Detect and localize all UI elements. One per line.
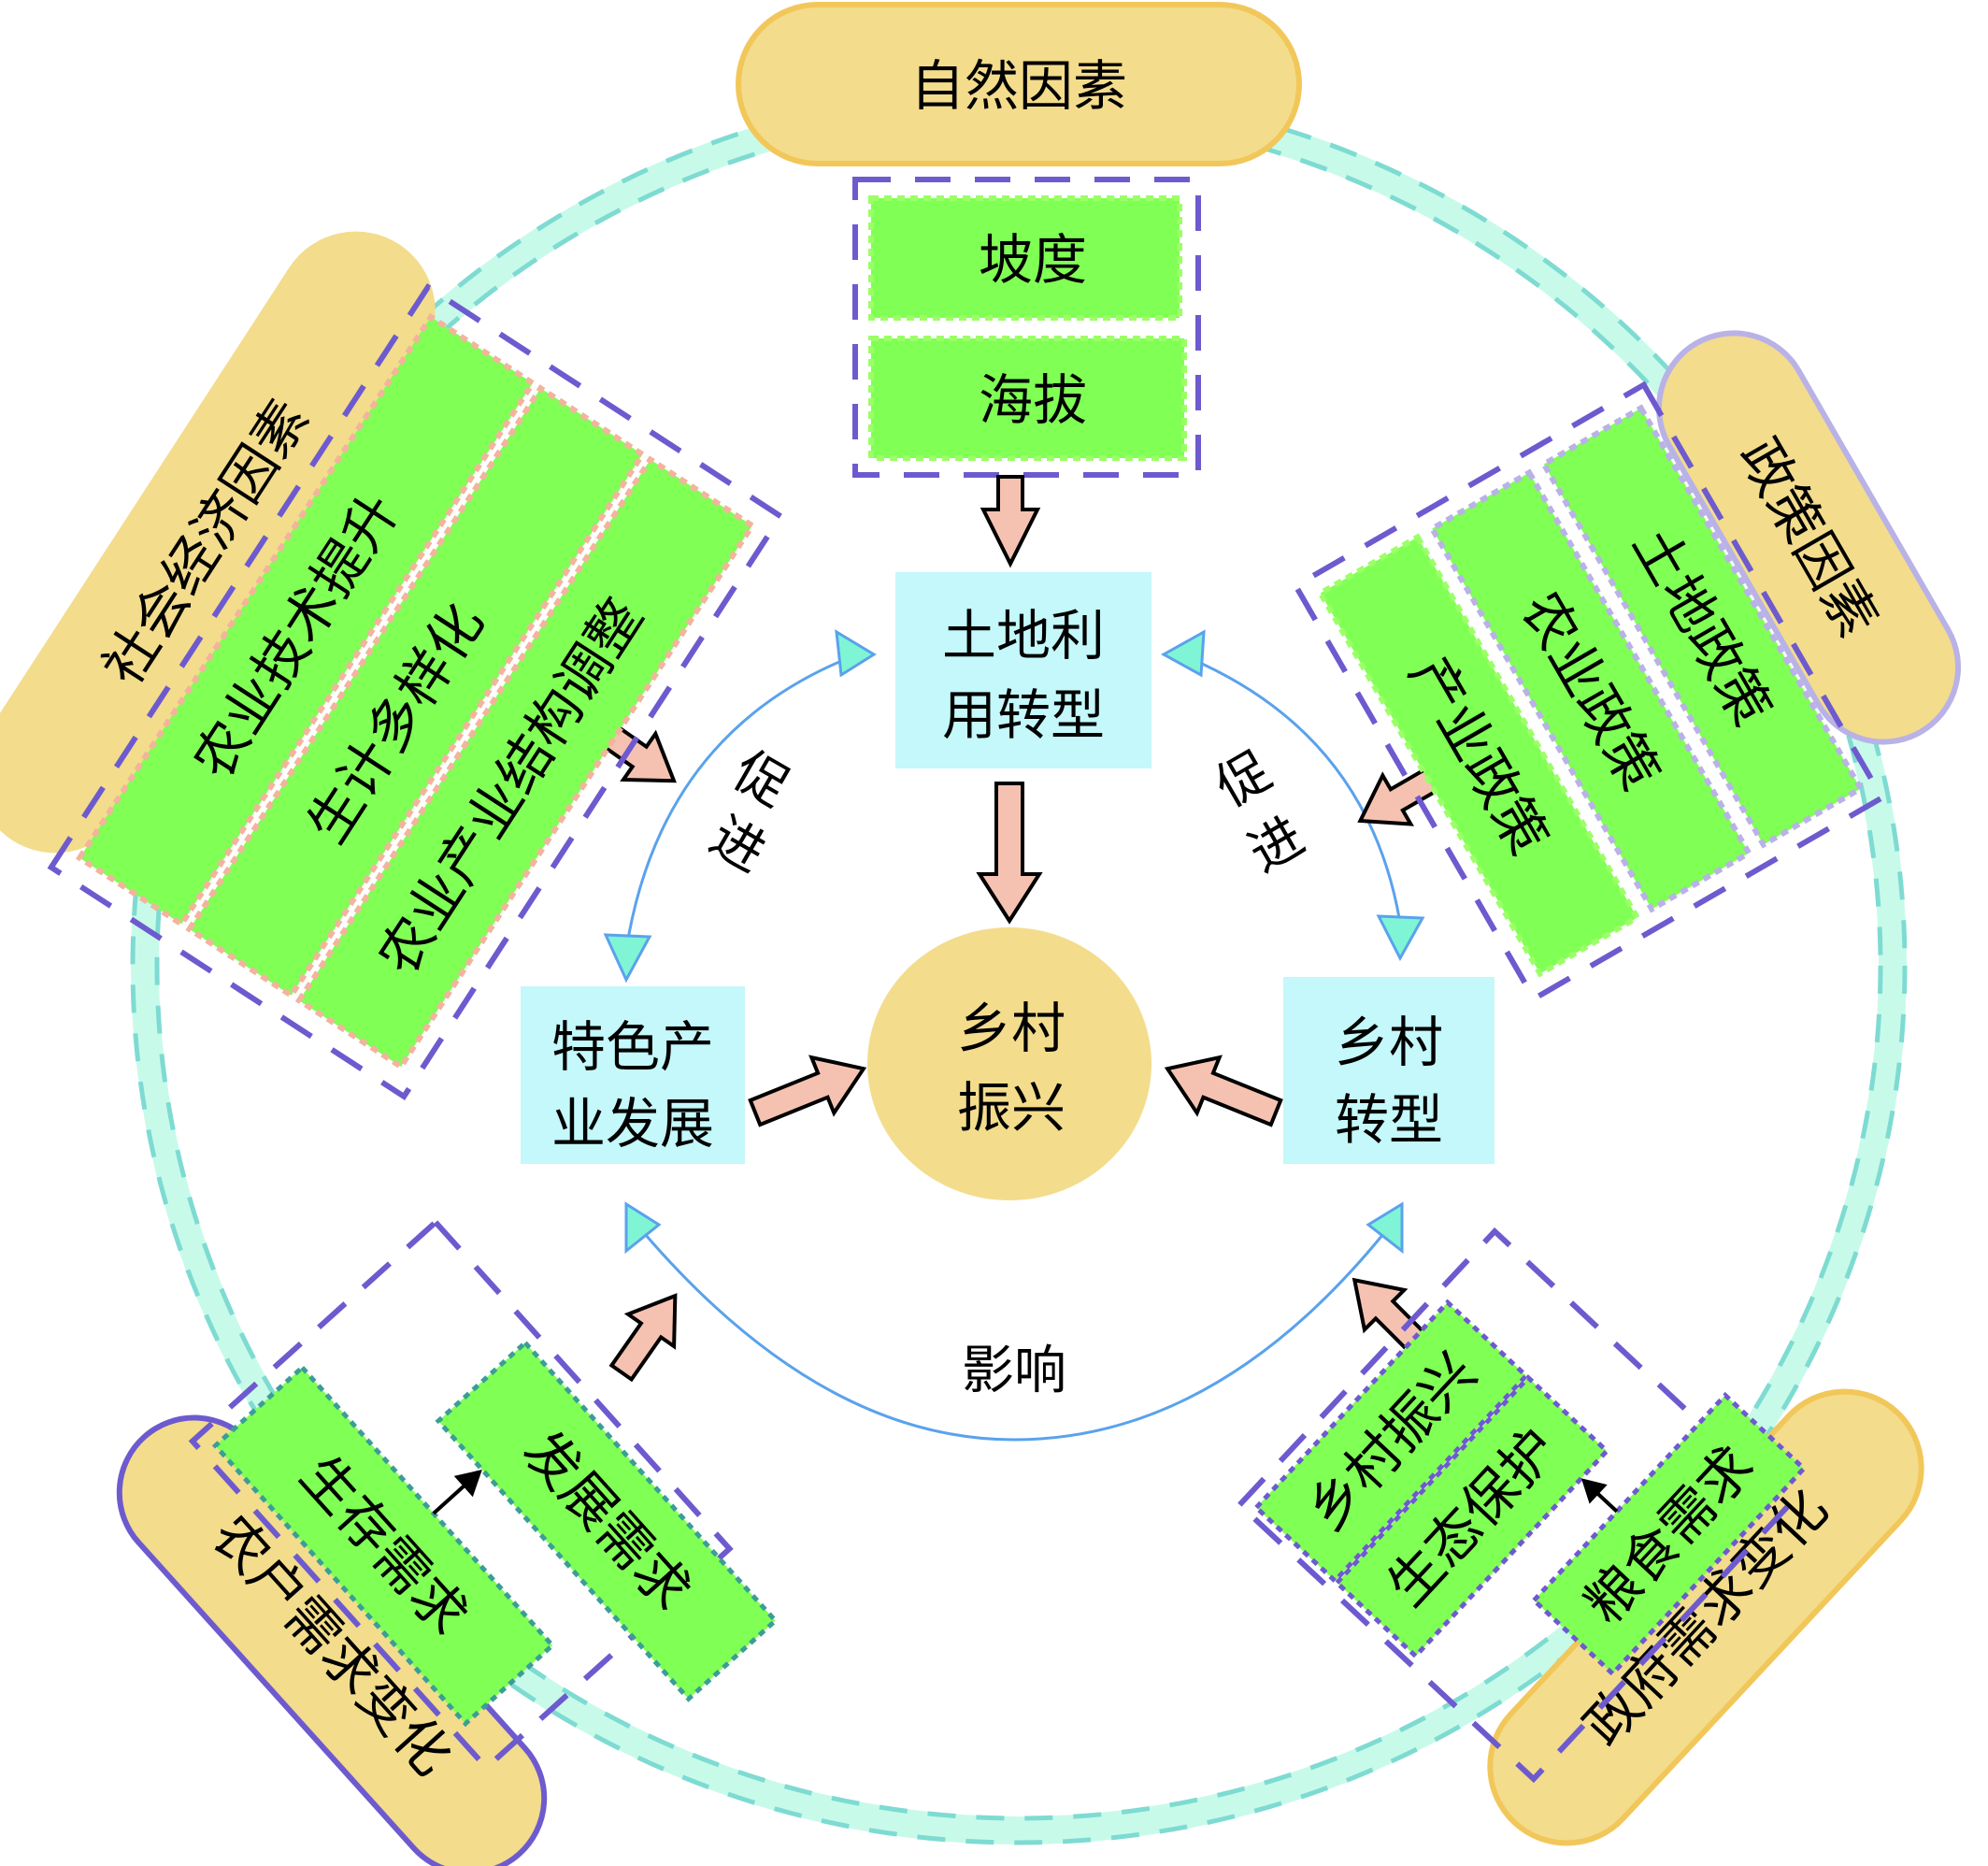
arrowhead [1580, 1478, 1608, 1504]
natural-factor-items-border [852, 177, 1201, 478]
arrowhead-triangle [1366, 1201, 1404, 1255]
socioeconomic-title-pill [0, 231, 436, 854]
land-use-line2: 用转型 [942, 683, 1105, 747]
promote-label-right-2: 进 [1238, 806, 1314, 884]
socioeconomic-items-border [47, 282, 785, 1101]
block-arrow-transform-to-center [1164, 1055, 1283, 1127]
promote-arc-left [622, 657, 847, 964]
land-use-transition-node: 土地利 用转型 [895, 572, 1151, 768]
policy-items-border [1292, 380, 1886, 1003]
influence-label: 影响 [962, 1341, 1066, 1401]
policy-item-box [1316, 533, 1641, 978]
relation-arcs [603, 629, 1425, 1442]
arrowhead [453, 1469, 482, 1498]
gov-item-box [1333, 1374, 1610, 1659]
arrowhead-triangle [603, 933, 652, 983]
land-use-line1: 土地利 [942, 604, 1105, 667]
natural-factor-title-pill [736, 2, 1302, 166]
rural-transform-line2: 转型 [1335, 1088, 1443, 1152]
natural-factor-group: 自然因素 坡度 海拔 [736, 2, 1302, 478]
socio-item-box [185, 384, 647, 999]
arrowhead-triangle [1160, 629, 1206, 678]
gov-item-box [1252, 1299, 1530, 1585]
arrowhead-triangle [835, 629, 877, 678]
arrowhead-triangle [1376, 914, 1425, 962]
rural-revitalization-center: 乡村 振兴 [867, 927, 1151, 1200]
government-items-border [1236, 1227, 1793, 1784]
rural-transformation-node: 乡村 转型 [1283, 977, 1495, 1164]
promote-label-right-1: 促 [1206, 740, 1281, 819]
policy-item-box [1539, 404, 1865, 849]
natural-item-box [868, 195, 1182, 321]
block-arrow-farmer [608, 1293, 678, 1383]
farmer-items-border [188, 1218, 734, 1773]
promote-label-left-2: 进 [700, 806, 776, 884]
special-industry-line1: 特色产 [551, 1015, 714, 1079]
socio-item-box [76, 312, 537, 928]
special-industry-line2: 业发展 [551, 1092, 714, 1155]
block-arrow-industry-to-center [748, 1055, 867, 1127]
policy-item-box [1428, 468, 1753, 913]
center-line2: 振兴 [957, 1076, 1066, 1140]
natural-item-box [868, 336, 1187, 461]
socio-item-box [294, 455, 756, 1071]
influence-arc [643, 1233, 1385, 1442]
promote-arc-right [1191, 657, 1404, 936]
block-arrow-landuse-to-center [976, 782, 1043, 925]
farmer-item-box [435, 1339, 779, 1702]
natural-item-altitude: 海拔 [979, 368, 1087, 432]
gov-item-box [1530, 1391, 1808, 1677]
natural-factor-title: 自然因素 [910, 54, 1127, 118]
block-arrow-natural-to-landuse [980, 475, 1041, 568]
policy-title-pill [1656, 330, 1961, 745]
socioeconomic-factor-group: 社会经济因素 农业技术提升 生计多样化 农业产业结构调整 [0, 231, 785, 1101]
rural-transform-line1: 乡村 [1335, 1011, 1443, 1074]
natural-item-slope: 坡度 [979, 228, 1087, 292]
center-line1: 乡村 [957, 997, 1066, 1060]
arrowhead-triangle [624, 1201, 662, 1255]
special-industry-node: 特色产 业发展 [521, 986, 745, 1164]
farmer-item-box [211, 1364, 556, 1728]
